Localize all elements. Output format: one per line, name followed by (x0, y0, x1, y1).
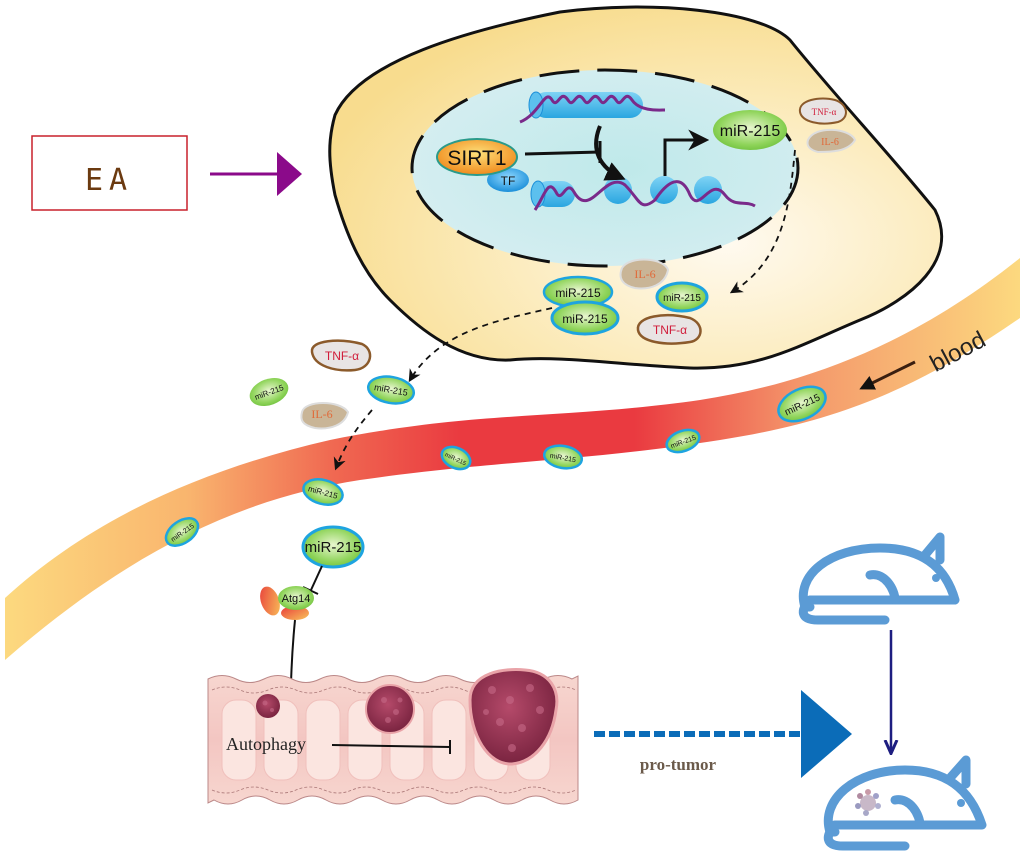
mirna-extracellular-1 (249, 377, 289, 407)
mirna-blood-1 (302, 478, 344, 506)
tumor-texture (262, 684, 544, 752)
atg14-red-subunit-1 (260, 586, 280, 616)
mouse-tumor-tail (823, 820, 910, 851)
sirt1-protein (436, 138, 518, 176)
blood-flow-arrow (859, 360, 916, 390)
ea-box (31, 135, 188, 211)
tnf-alpha-extracellular (310, 339, 372, 372)
mirna-blood-4-label: miR-215 (549, 453, 576, 465)
mirna-blood-5 (665, 428, 701, 454)
atg14-protein (278, 586, 314, 610)
secretion-arrow (729, 149, 796, 294)
condensed-chromatin (519, 91, 666, 124)
tnf-alpha-cytoplasm-label: TNF-α (653, 323, 687, 337)
mouse-healthy-body (798, 543, 960, 612)
mirna-blood-2 (164, 517, 200, 547)
il6-cytoplasm (619, 258, 670, 290)
mouse-healthy-ear (920, 532, 945, 565)
il6-membrane (806, 128, 857, 154)
mouse-tumor-ear (945, 755, 971, 789)
il6-extracellular (300, 402, 350, 430)
extracellular-vesicles: TNF-α miR-215 miR-215 IL-6 (249, 339, 416, 471)
atg14-label: Atg14 (282, 593, 311, 605)
open-chromatin (530, 176, 756, 211)
il6-extracellular-label: IL-6 (311, 407, 332, 421)
tnf-alpha-membrane-label: TNF-α (812, 107, 837, 117)
autophagy-label: Autophagy (226, 734, 306, 754)
mouse-healthy-eye (932, 574, 940, 582)
mirna-cytoplasm-2 (550, 300, 620, 336)
pro-tumor-arrow-head (801, 690, 852, 778)
mirna-extracellular-2 (366, 375, 416, 405)
tnf-alpha-cytoplasm (636, 314, 702, 345)
sirt1-complex: TF SIRT1 (436, 138, 529, 192)
tnf-alpha-membrane (798, 97, 847, 125)
blood-vessel-band (5, 258, 1020, 660)
circulating-mirnas: miR-215 miR-215 miR-215 miR-215 miR-215 … (164, 385, 827, 547)
atg14-red-subunit-2 (281, 606, 309, 620)
nuclear-envelope (410, 68, 800, 268)
sirt1-inhibition-line (524, 150, 601, 156)
mouse-healthy-leg (865, 570, 900, 605)
entry-arrow (333, 409, 373, 471)
pro-tumor-outcome: pro-tumor (594, 690, 852, 778)
mirna-target-label: miR-215 (305, 539, 362, 556)
tf-protein (487, 168, 529, 192)
colon-tissue: Autophagy (207, 668, 579, 805)
mouse-tumor-eye (957, 799, 965, 807)
mirna-cytoplasm-1-label: miR-215 (555, 286, 601, 300)
mouse-tumor-mass-icon (855, 789, 881, 816)
ea-label: EA (85, 163, 133, 198)
il6-membrane-label: IL-6 (821, 137, 839, 148)
mirna-nuclear-label: miR-215 (720, 123, 781, 140)
export-arrow (408, 307, 553, 383)
mirna-cytoplasm-3 (655, 281, 709, 313)
stimulus-ea: EA (31, 135, 302, 211)
tnf-alpha-extracellular-label: TNF-α (325, 349, 359, 363)
autophagy-inhibition-line (331, 744, 451, 748)
mirna-blood-4 (542, 444, 584, 470)
mouse-tumor (823, 755, 987, 851)
transcription-arrow (663, 129, 710, 176)
mirna-blood-6 (777, 385, 827, 423)
mouse-tumor-body (823, 765, 987, 837)
mouse-healthy-tail (798, 595, 890, 625)
target-pathway: miR-215 Atg14 (260, 525, 365, 720)
colon-inner-line-bottom (211, 786, 577, 794)
tumor-small (256, 694, 280, 718)
tf-label: TF (501, 174, 516, 188)
pro-tumor-label: pro-tumor (640, 755, 717, 774)
mouse-healthy (798, 532, 960, 625)
atg14-inhibition-line (310, 565, 323, 591)
mirna-cytoplasm-3-label: miR-215 (663, 293, 701, 304)
mirna-cytoplasm-2-label: miR-215 (562, 312, 608, 326)
cell: TF SIRT1 miR-215 TNF-α IL-6 IL-6 miR-215… (328, 5, 943, 383)
mirna-target (301, 525, 365, 569)
mouse-tumor-leg (890, 795, 925, 830)
ea-arrow-head (277, 152, 302, 196)
sirt1-label: SIRT1 (447, 147, 506, 170)
tumor-medium (365, 684, 415, 734)
il6-cytoplasm-label: IL-6 (634, 267, 655, 281)
mirna-nuclear (713, 110, 787, 150)
mirna-blood-3 (440, 445, 472, 471)
